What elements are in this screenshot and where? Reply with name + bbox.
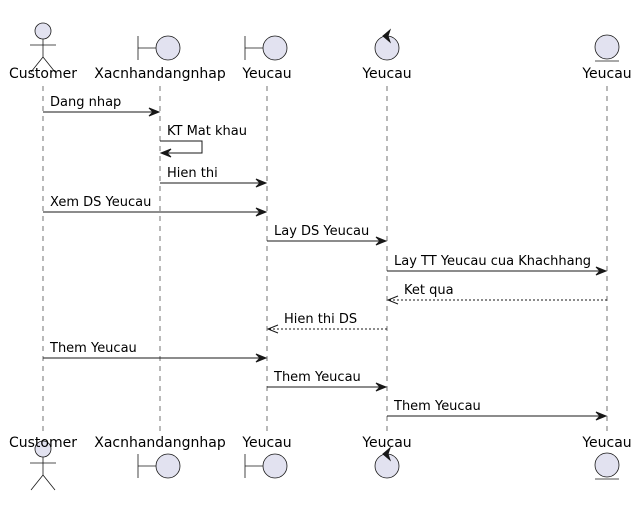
message-label: Them Yeucau: [49, 341, 137, 356]
message-label: Ket qua: [404, 283, 454, 298]
boundary-icon: [244, 35, 288, 61]
message-label: Hien thi: [167, 166, 218, 181]
message-label: Lay DS Yeucau: [274, 224, 369, 239]
message-0: Dang nhap: [43, 95, 161, 117]
message-label: KT Mat khau: [167, 124, 247, 139]
message-10: Them Yeucau: [387, 399, 608, 421]
participant-label-customer-top: Customer: [9, 66, 77, 82]
participant-label-yeucau_entity-bottom: Yeucau: [581, 435, 631, 451]
message-9: Them Yeucau: [267, 370, 388, 392]
actor-icon: [30, 440, 56, 491]
entity-icon: [594, 452, 620, 480]
control-icon: [374, 446, 400, 479]
participant-label-xacnhan-top: Xacnhandangnhap: [94, 66, 226, 82]
participant-label-yeucau_boundary-top: Yeucau: [241, 66, 291, 82]
message-3: Xem DS Yeucau: [43, 195, 268, 217]
message-4: Lay DS Yeucau: [267, 224, 388, 246]
participant-label-yeucau_control-top: Yeucau: [361, 66, 411, 82]
boundary-icon: [137, 453, 181, 479]
message-5: Lay TT Yeucau cua Khachhang: [387, 254, 608, 276]
message-label: Them Yeucau: [273, 370, 361, 385]
boundary-icon: [137, 35, 181, 61]
message-label: Them Yeucau: [393, 399, 481, 414]
message-1: KT Mat khau: [159, 124, 247, 158]
participant-label-customer-bottom: Customer: [9, 435, 77, 451]
message-6: Ket qua: [386, 283, 607, 305]
entity-icon: [594, 34, 620, 62]
participant-heads-bottom: Customer Xacnhandangnhap Yeucau Yeucau Yeuca…: [9, 435, 632, 491]
participant-label-yeucau_entity-top: Yeucau: [581, 66, 631, 82]
message-8: Them Yeucau: [43, 341, 268, 363]
message-7: Hien thi DS: [266, 312, 387, 334]
message-line: [160, 140, 203, 154]
control-icon: [374, 28, 400, 61]
boundary-icon: [244, 453, 288, 479]
actor-icon: [30, 22, 56, 73]
participant-label-xacnhan-bottom: Xacnhandangnhap: [94, 435, 226, 451]
message-label: Dang nhap: [50, 95, 121, 110]
message-label: Hien thi DS: [284, 312, 357, 327]
message-label: Xem DS Yeucau: [50, 195, 151, 210]
message-label: Lay TT Yeucau cua Khachhang: [394, 254, 591, 269]
participant-label-yeucau_boundary-bottom: Yeucau: [241, 435, 291, 451]
participant-label-yeucau_control-bottom: Yeucau: [361, 435, 411, 451]
message-2: Hien thi: [160, 166, 268, 188]
participant-heads-top: Customer Xacnhandangnhap Yeucau Yeucau Yeuca…: [9, 22, 632, 82]
lifelines: [42, 86, 608, 432]
